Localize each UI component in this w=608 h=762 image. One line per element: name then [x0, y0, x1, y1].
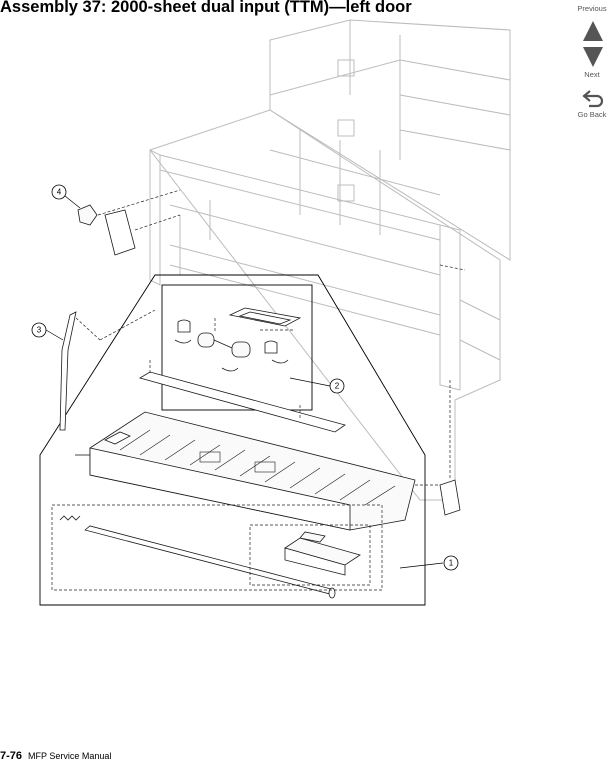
callout-4-label: 4	[57, 188, 62, 197]
footer-page-number: 7-76	[0, 750, 23, 762]
previous-arrow-icon[interactable]	[582, 20, 604, 42]
left-door-assembly-outline	[39, 274, 426, 606]
footer-manual-title: MFP Service Manual	[28, 751, 112, 761]
callout-4: 4	[51, 184, 67, 200]
shaft-and-spring	[51, 504, 383, 599]
pick-roller-assembly	[174, 307, 302, 372]
callout-2-label: 2	[335, 382, 340, 391]
page-title: Assembly 37: 2000-sheet dual input (TTM)…	[0, 0, 412, 16]
callout-1: 1	[443, 555, 459, 571]
go-back-label: Go Back	[577, 110, 607, 119]
callout-3: 3	[31, 322, 47, 338]
next-arrow-icon[interactable]	[582, 46, 604, 68]
page-footer: 7-76 MFP Service Manual	[0, 750, 111, 762]
printer-frame	[149, 19, 511, 501]
callout-2: 2	[329, 378, 345, 394]
next-label: Next	[584, 70, 600, 79]
hinge	[415, 264, 466, 516]
exploded-parts-diagram: 1 2 3 4	[31, 19, 511, 606]
callout-1-label: 1	[449, 559, 454, 568]
go-back-icon[interactable]	[582, 88, 604, 108]
tray-body	[75, 411, 416, 531]
lower-guide-flap	[249, 524, 371, 586]
actuator-rod	[59, 309, 156, 431]
guide-bar	[138, 360, 346, 433]
previous-label: Previous	[577, 4, 607, 13]
sensor-bracket	[77, 189, 181, 256]
callout-3-label: 3	[37, 326, 42, 335]
